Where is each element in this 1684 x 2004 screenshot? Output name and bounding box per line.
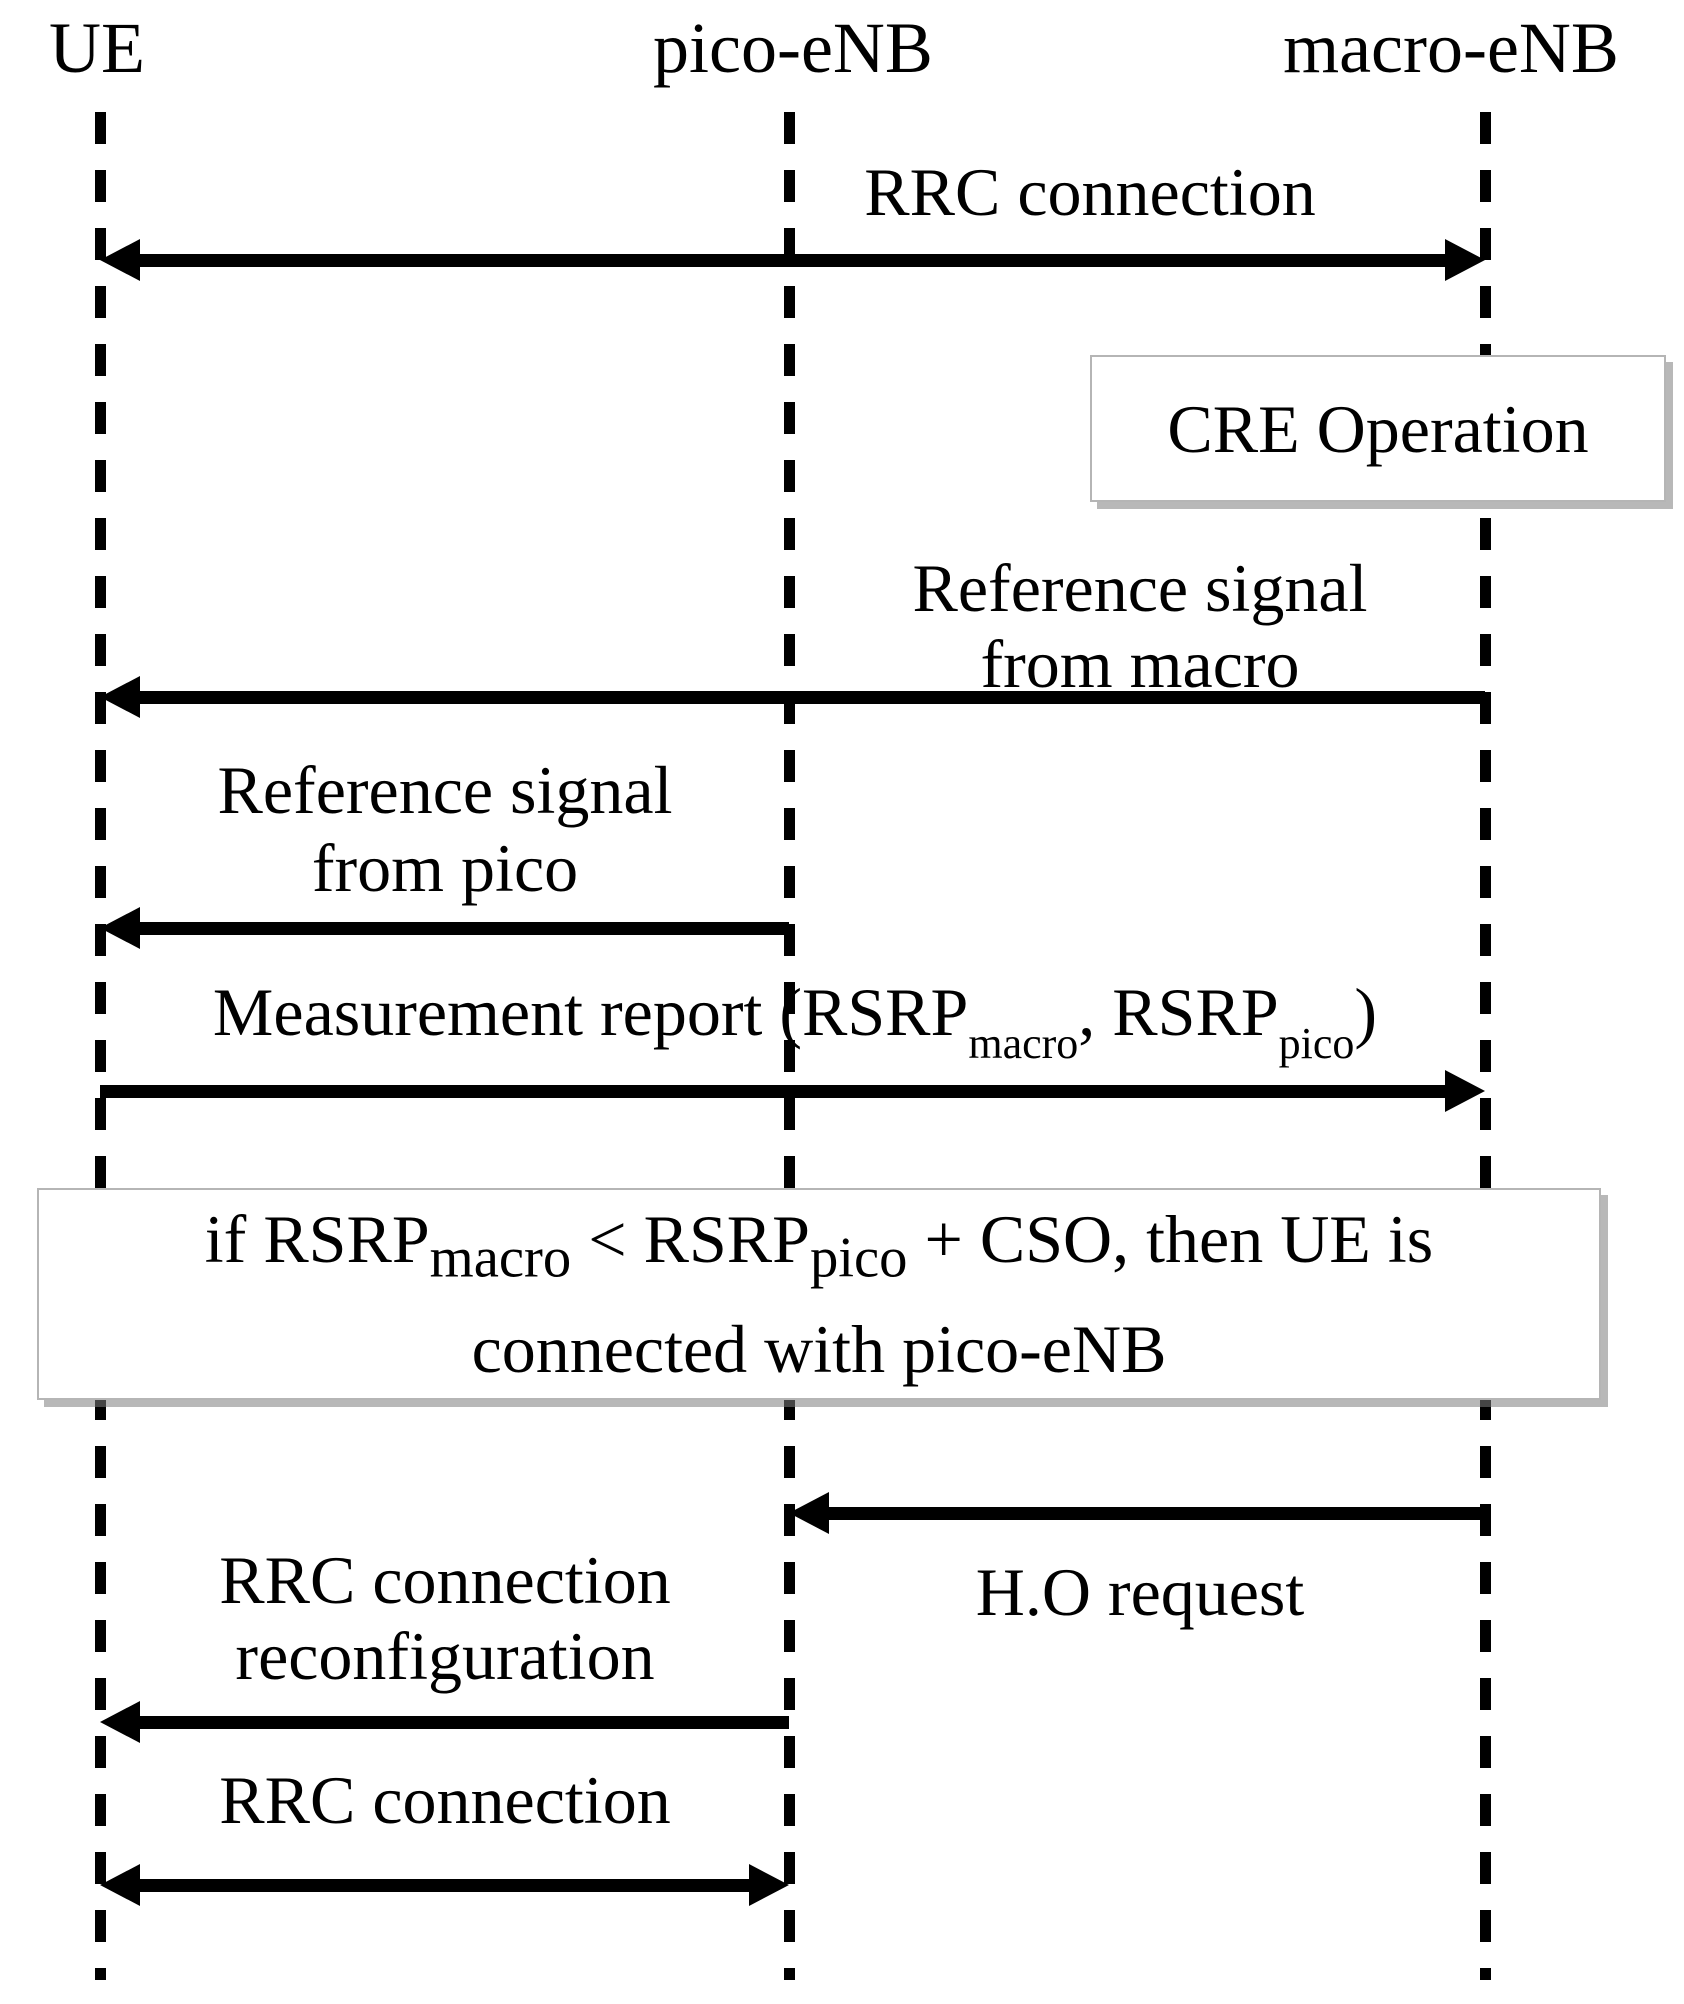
arrowhead-right-icon [1445, 239, 1485, 281]
actor-pico-enb-label: pico-eNB [653, 8, 933, 88]
cre-operation-label: CRE Operation [1167, 390, 1589, 467]
actor-macro-enb-label: macro-eNB [1283, 8, 1619, 88]
rsrp-macro-subscript: macro [968, 1018, 1079, 1068]
rrc-connection-bottom-label: RRC connection [219, 1762, 671, 1838]
rrc-reconfiguration-label-line2: reconfiguration [235, 1618, 655, 1694]
arrowhead-left-icon [100, 1864, 140, 1906]
cre-condition-note: if RSRPmacro < RSRPpico + CSO, then UE i… [37, 1188, 1601, 1400]
arrowhead-left-icon [100, 1701, 140, 1743]
lifeline-ue [95, 112, 106, 1980]
measurement-report-arrow [100, 1085, 1453, 1098]
lifeline-macro-enb [1480, 112, 1491, 1980]
arrowhead-left-icon [100, 676, 140, 718]
cre-operation-note: CRE Operation [1090, 355, 1666, 502]
rrc-connection-top-arrow [132, 254, 1453, 267]
arrowhead-right-icon [749, 1864, 789, 1906]
rrc-reconfiguration-arrow [132, 1716, 789, 1729]
rrc-connection-top-label: RRC connection [864, 154, 1316, 230]
arrowhead-right-icon [1445, 1070, 1485, 1112]
ref-signal-pico-label-line1: Reference signal [217, 752, 673, 828]
measurement-report-mid: , RSRP [1078, 974, 1279, 1050]
arrowhead-left-icon [100, 239, 140, 281]
rsrp-macro-subscript: macro [429, 1227, 572, 1290]
ref-signal-macro-arrow [132, 691, 1485, 704]
condition-tail: + CSO, then UE is [907, 1201, 1434, 1278]
cre-condition-line2: connected with pico-eNB [471, 1310, 1167, 1387]
ref-signal-pico-arrow [132, 922, 789, 935]
ref-signal-macro-label-line1: Reference signal [912, 550, 1368, 626]
arrowhead-left-icon [100, 907, 140, 949]
ref-signal-pico-label-line2: from pico [311, 830, 579, 906]
measurement-report-suffix: ) [1354, 974, 1378, 1050]
condition-if-prefix: if RSRP [204, 1201, 430, 1278]
ref-signal-macro-label-line2: from macro [980, 626, 1300, 702]
rsrp-pico-subscript: pico [809, 1227, 908, 1290]
condition-comparison: < RSRP [571, 1201, 810, 1278]
ho-request-label: H.O request [975, 1554, 1305, 1630]
rrc-connection-bottom-arrow [132, 1879, 757, 1892]
arrowhead-left-icon [789, 1492, 829, 1534]
measurement-report-text: Measurement report (RSRP [212, 974, 969, 1050]
ho-request-arrow [821, 1507, 1485, 1520]
cre-condition-line1: if RSRPmacro < RSRPpico + CSO, then UE i… [205, 1194, 1433, 1304]
rrc-reconfiguration-label-line1: RRC connection [219, 1542, 671, 1618]
measurement-report-label: Measurement report (RSRPmacro, RSRPpico) [212, 974, 1378, 1065]
lifeline-pico-enb [784, 112, 795, 1980]
rsrp-pico-subscript: pico [1278, 1018, 1355, 1068]
actor-ue-label: UE [49, 8, 145, 88]
